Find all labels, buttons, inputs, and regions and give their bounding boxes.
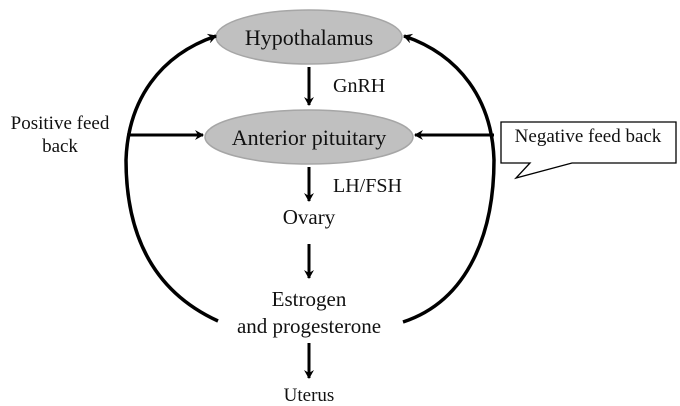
gnrh-label: GnRH [333,75,385,97]
uterus-label: Uterus [284,385,335,406]
hormones-label-line1: Estrogen [272,287,347,311]
anterior-pituitary-label: Anterior pituitary [232,125,387,150]
negative-feedback-callout: Negative feed back [500,121,677,180]
hormones-label-line2: and progesterone [237,314,381,338]
lh-fsh-label: LH/FSH [333,175,402,197]
negative-feedback-arc [402,33,496,324]
positive-feedback-label-line1: Positive feed [11,113,110,134]
hypothalamus-node: Hypothalamus [215,9,403,65]
ovary-label: Ovary [283,205,336,229]
hypothalamus-label: Hypothalamus [245,25,373,50]
negative-feedback-label: Negative feed back [515,126,662,147]
anterior-pituitary-node: Anterior pituitary [204,109,414,165]
anterior-pituitary-ellipse [204,109,414,165]
callout-bubble [500,121,677,180]
positive-feedback-label-line2: back [42,136,78,157]
positive-feedback-arc [124,33,219,323]
